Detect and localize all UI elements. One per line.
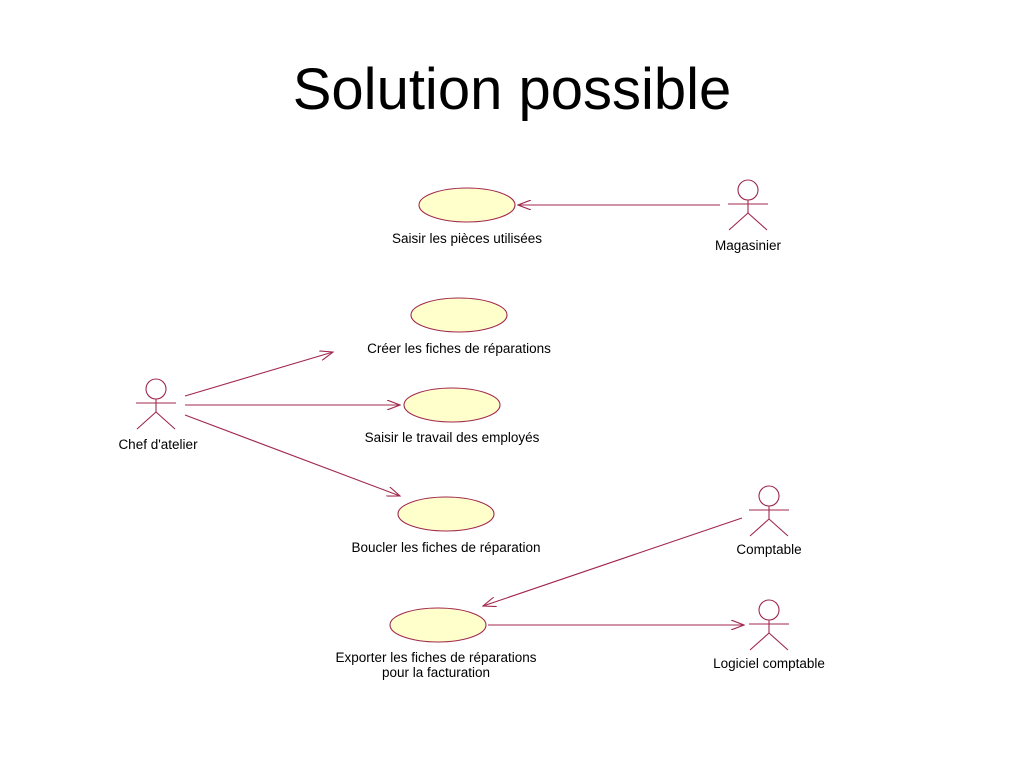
usecase-exporter-ellipse — [389, 607, 487, 643]
usecase-saisir-travail-label: Saisir le travail des employés — [365, 430, 540, 445]
actor-comptable-icon — [749, 485, 789, 537]
usecase-boucler-fiches-label: Boucler les fiches de réparation — [351, 540, 540, 555]
actor-chef-label: Chef d'atelier — [118, 437, 198, 452]
usecase-creer-fiches-ellipse — [410, 297, 508, 333]
usecase-saisir-travail-ellipse — [403, 387, 501, 423]
actor-magasinier-label: Magasinier — [715, 238, 782, 253]
association-comptable-exporter — [483, 517, 743, 606]
page-title: Solution possible — [292, 57, 732, 122]
usecase-saisir-pieces-label: Saisir les pièces utilisées — [392, 231, 542, 246]
association-chef-boucler-fiches — [184, 414, 400, 496]
usecase-saisir-pieces-ellipse — [418, 187, 516, 223]
actor-chef-icon — [136, 378, 176, 430]
actor-logiciel-icon — [749, 599, 789, 651]
usecase-boucler-fiches-ellipse — [397, 496, 495, 532]
actor-logiciel-label: Logiciel comptable — [713, 656, 825, 671]
usecase-creer-fiches-label: Créer les fiches de réparations — [367, 341, 551, 356]
actor-comptable-label: Comptable — [736, 542, 801, 557]
usecase-exporter-label-line2: pour la facturation — [382, 665, 490, 680]
association-chef-creer-fiches — [184, 352, 333, 397]
usecase-exporter-label-line1: Exporter les fiches de réparations — [335, 650, 536, 665]
actor-magasinier-icon — [728, 179, 768, 231]
